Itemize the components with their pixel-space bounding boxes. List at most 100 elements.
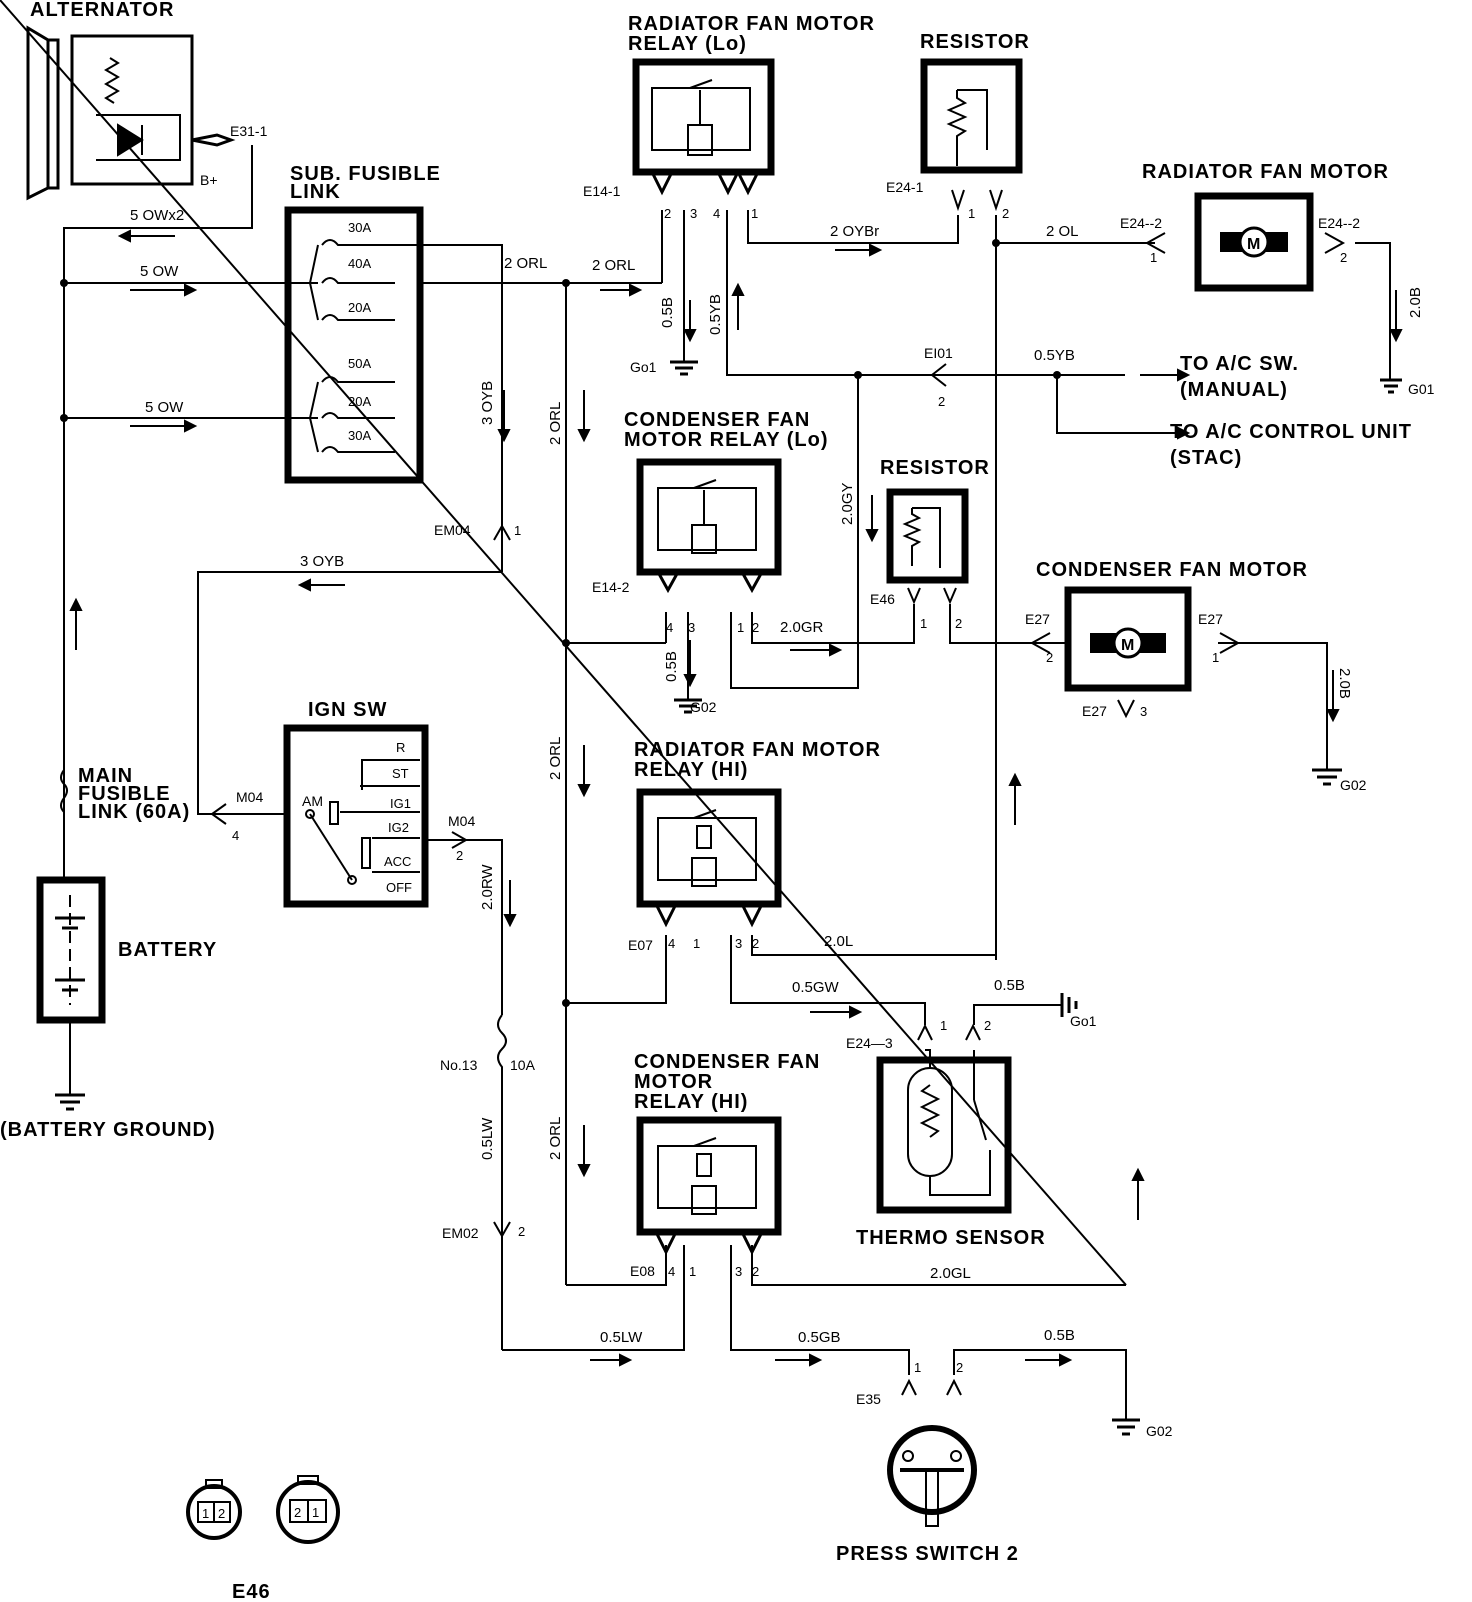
sub-fusible-link: SUB. FUSIBLE LINK 30A 40A 20A 50A 20A 30… [284,163,441,484]
press-switch: PRESS SWITCH 2 E35 1 2 [836,1360,1019,1565]
svg-text:G01: G01 [1408,381,1435,397]
svg-text:2 ORL: 2 ORL [547,1117,564,1160]
fuse-5-rating: 20A [348,394,371,409]
svg-text:1: 1 [751,206,758,221]
conn-em04: EM04 [434,522,471,538]
ground-go1-a: Go1 [630,355,698,376]
svg-text:2: 2 [752,1264,759,1279]
svg-text:2.0B: 2.0B [1407,287,1424,318]
main-fusible-label-3: LINK (60A) [78,801,190,823]
svg-text:1: 1 [1150,250,1157,265]
svg-text:0.5LW: 0.5LW [479,1117,496,1160]
svg-text:0.5YB: 0.5YB [1034,347,1075,364]
svg-text:1: 1 [914,1360,921,1375]
svg-text:2: 2 [984,1018,991,1033]
svg-text:0.5B: 0.5B [663,651,680,682]
svg-text:3 OYB: 3 OYB [479,381,496,425]
svg-text:1: 1 [737,620,744,635]
ign-pos-r: R [396,740,405,755]
alternator-label: ALTERNATOR [30,0,174,21]
ac-destinations: TO A/C SW. (MANUAL) TO A/C CONTROL UNIT … [1170,353,1412,469]
to-ac-control-label-2: (STAC) [1170,447,1242,469]
svg-text:G02: G02 [690,699,717,715]
svg-text:2: 2 [1046,650,1053,665]
battery-ground-label: (BATTERY GROUND) [0,1119,216,1141]
svg-text:2.0GL: 2.0GL [930,1265,971,1282]
conn-e27-a: E27 [1025,611,1050,627]
conn-e35: E35 [856,1391,881,1407]
condenser-fan-motor: CONDENSER FAN MOTOR M E27 E27 E27 2 1 3 [1025,559,1308,719]
condenser-relay-hi: CONDENSER FAN MOTOR RELAY (HI) E08 4 1 3… [630,1051,820,1279]
ign-pos-ig2: IG2 [388,820,409,835]
svg-text:1: 1 [1212,650,1219,665]
svg-text:0.5B: 0.5B [659,297,676,328]
radiator-relay-hi: RADIATOR FAN MOTOR RELAY (HI) E07 4 1 3 … [628,739,880,953]
svg-text:Go1: Go1 [1070,1013,1097,1029]
svg-text:3: 3 [1140,704,1147,719]
misc-connectors: EI01 2 EM04 1 EM02 2 [434,345,953,1241]
radiator-relay-lo-label-2: RELAY (Lo) [628,33,747,55]
conn-em02: EM02 [442,1225,479,1241]
condenser-fan-motor-label: CONDENSER FAN MOTOR [1036,559,1308,581]
fuse-4-rating: 50A [348,356,371,371]
to-ac-control-label-1: TO A/C CONTROL UNIT [1170,421,1412,443]
svg-text:4: 4 [713,206,720,221]
e46-connector-faces: 1 2 2 1 E46 [186,1475,340,1602]
ign-pos-st: ST [392,766,409,781]
e46-right-pin-1: 1 [312,1505,319,1520]
radiator-fan-motor: RADIATOR FAN MOTOR M E24--2 E24--2 1 2 [1120,161,1389,292]
fuse-10a-label: 10A [510,1057,536,1073]
ign-pos-off: OFF [386,880,412,895]
svg-text:3: 3 [688,620,695,635]
ground-g02-b: G02 [1312,763,1367,793]
svg-text:0.5B: 0.5B [1044,1327,1075,1344]
e46-right-pin-2: 2 [294,1505,301,1520]
conn-e14-1: E14-1 [583,183,621,199]
ground-go1-b: Go1 [1060,993,1097,1029]
wire-network [0,0,1391,1420]
svg-text:3 OYB: 3 OYB [300,553,344,570]
svg-text:2 OYBr: 2 OYBr [830,223,879,240]
conn-e24-3: E24—3 [846,1035,893,1051]
main-fusible-link: MAIN FUSIBLE LINK (60A) [60,765,190,823]
ign-pos-ig1: IG1 [390,796,411,811]
ign-sw-label: IGN SW [308,699,387,721]
radiator-relay-lo-label-1: RADIATOR FAN MOTOR [628,13,875,35]
condenser-relay-lo: CONDENSER FAN MOTOR RELAY (Lo) E14-2 4 3… [592,409,828,635]
radiator-fan-motor-label: RADIATOR FAN MOTOR [1142,161,1389,183]
alternator: ALTERNATOR E31-1 B+ [26,0,268,201]
svg-text:2.0GR: 2.0GR [780,619,824,636]
svg-text:1: 1 [689,1264,696,1279]
svg-text:3: 3 [735,1264,742,1279]
fuse-1-rating: 30A [348,220,371,235]
svg-text:4: 4 [668,936,675,951]
fuse-6-rating: 30A [348,428,371,443]
to-ac-sw-label-2: (MANUAL) [1180,379,1288,401]
svg-text:3: 3 [690,206,697,221]
press-switch-label: PRESS SWITCH 2 [836,1543,1019,1565]
svg-text:4: 4 [666,620,673,635]
svg-text:2 ORL: 2 ORL [547,402,564,445]
fuse-2-rating: 40A [348,256,371,271]
resistor-1: RESISTOR E24-1 1 2 [886,31,1029,221]
radiator-motor-symbol: M [1247,236,1260,253]
ground-g02-c: G02 [1112,1418,1173,1439]
sub-fusible-label-1: SUB. FUSIBLE [290,163,441,185]
svg-text:2: 2 [456,848,463,863]
condenser-relay-lo-label-1: CONDENSER FAN [624,409,810,431]
svg-text:0.5LW: 0.5LW [600,1329,643,1346]
thermo-sensor-label: THERMO SENSOR [856,1227,1046,1249]
wire-labels: 5 OWx2 5 OW 5 OW 2 ORL 2 ORL 2 ORL 2 ORL… [130,207,1424,1346]
conn-e46: E46 [870,591,895,607]
svg-text:2: 2 [518,1224,525,1239]
to-ac-sw-label-1: TO A/C SW. [1180,353,1299,375]
condenser-motor-symbol: M [1121,637,1134,654]
svg-text:2.0RW: 2.0RW [479,864,496,910]
sub-fusible-label-2: LINK [290,181,341,203]
svg-text:1: 1 [693,936,700,951]
condenser-relay-hi-label-1: CONDENSER FAN [634,1051,820,1073]
svg-text:2.0GY: 2.0GY [839,482,856,525]
resistor-2: RESISTOR E46 1 2 [870,457,989,631]
e46-left-pin-2: 2 [218,1506,225,1521]
conn-e24-2b: E24--2 [1318,215,1360,231]
